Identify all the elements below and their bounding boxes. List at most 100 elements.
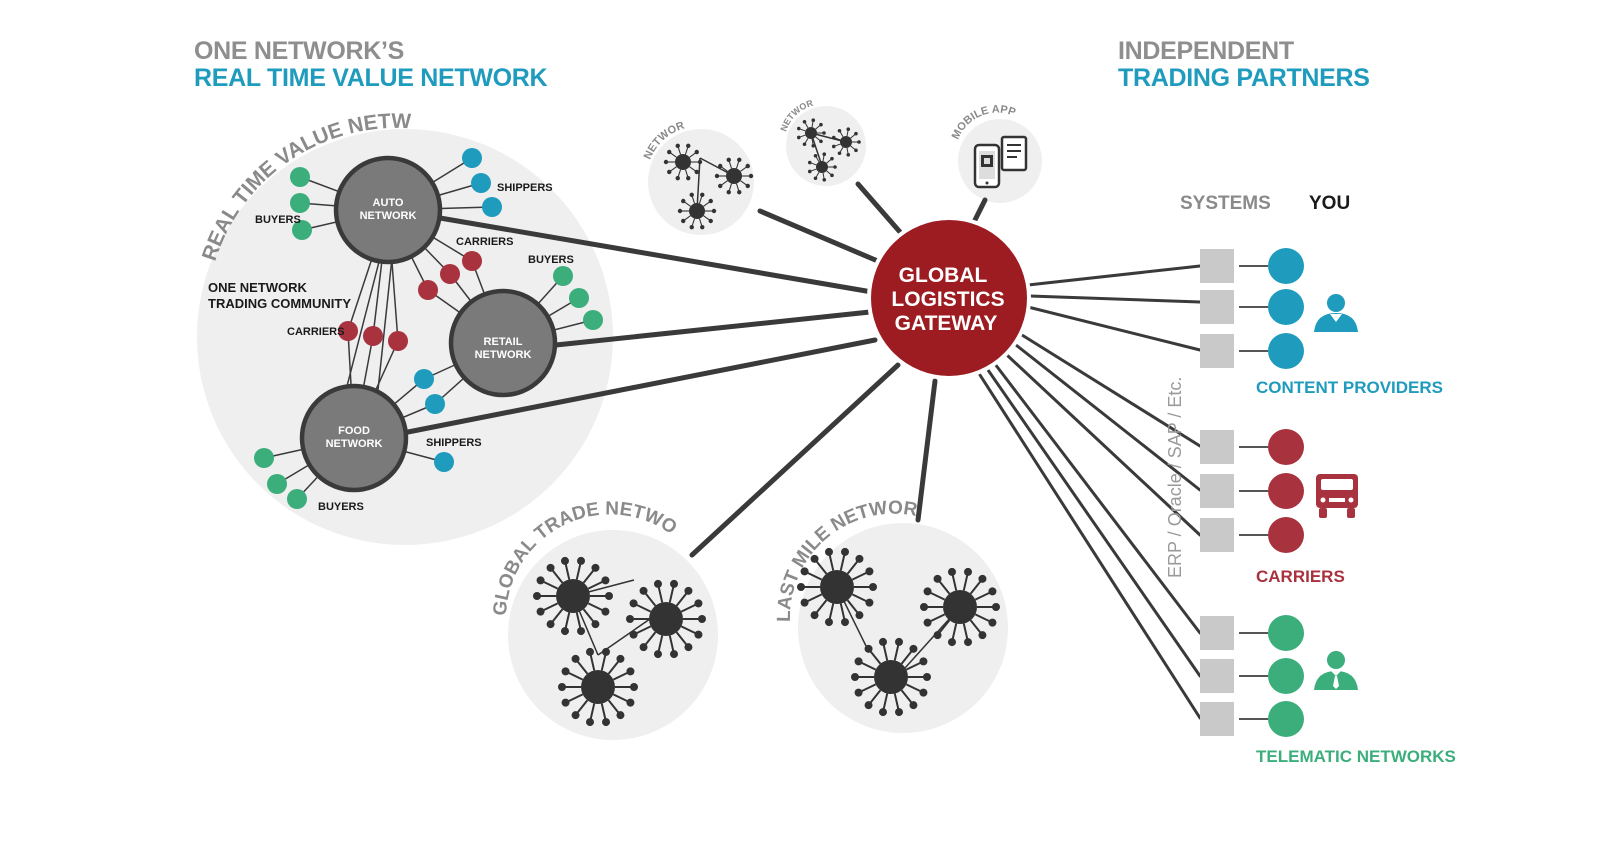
link-global-trade	[689, 362, 901, 558]
buyer-node	[290, 193, 310, 213]
content-provider-node	[1268, 248, 1304, 284]
shippers-label-auto: SHIPPERS	[497, 182, 553, 194]
star-node	[558, 647, 638, 727]
auto-network-hub	[333, 155, 443, 265]
telematic-networks-label: TELEMATIC NETWORKS	[1256, 747, 1456, 766]
rtvn-nodes	[254, 148, 603, 509]
carrier-partner-node	[1268, 429, 1304, 465]
buyers-label-auto: BUYERS	[255, 214, 301, 226]
system-box	[1200, 334, 1234, 368]
left-heading-line2: REAL TIME VALUE NETWORK	[194, 64, 548, 92]
community-label-1: ONE NETWORK	[208, 280, 308, 295]
truck-icon	[1316, 474, 1358, 518]
system-box	[1200, 249, 1234, 283]
system-box	[1200, 430, 1234, 464]
link-auto	[437, 215, 875, 295]
star-node	[533, 556, 613, 636]
global-trade-bubble	[508, 530, 718, 740]
content-provider-node	[1268, 333, 1304, 369]
cluster-link	[696, 157, 701, 211]
star-node	[626, 579, 706, 659]
carrier-node	[338, 321, 358, 341]
carriers-label-auto: CARRIERS	[456, 236, 513, 248]
buyers-label-food: BUYERS	[318, 501, 364, 513]
erp-label: ERP / Oracle / SAP / Etc.	[1165, 377, 1185, 578]
gateway-links	[405, 181, 988, 558]
person-icon	[1314, 294, 1358, 332]
food-hub-label-2: NETWORK	[326, 438, 383, 450]
star-node	[807, 152, 837, 182]
right-heading-line2: TRADING PARTNERS	[1118, 64, 1370, 92]
gateway-label-3: GATEWAY	[895, 312, 998, 335]
partner-nodes	[1268, 248, 1304, 737]
star-node	[831, 127, 861, 157]
buyer-node	[569, 288, 589, 308]
buyer-node	[267, 474, 287, 494]
last-mile-bubble	[798, 523, 1008, 733]
shipper-node	[482, 197, 502, 217]
buyer-node	[290, 167, 310, 187]
buyer-node	[254, 448, 274, 468]
content-provider-node	[1268, 289, 1304, 325]
shipper-node	[462, 148, 482, 168]
carrier-node	[388, 331, 408, 351]
system-boxes	[1200, 249, 1234, 736]
rtvn-hubs	[299, 155, 558, 493]
link-last-mile	[915, 378, 938, 523]
businessman-icon	[1314, 651, 1358, 690]
star-network-clusters	[533, 118, 1000, 727]
telematic-node	[1268, 615, 1304, 651]
retail-hub-label-2: NETWORK	[475, 349, 532, 361]
partner-links	[978, 264, 1202, 720]
gateway-label-2: LOGISTICS	[891, 288, 1004, 311]
carriers-label-food: CARRIERS	[287, 326, 344, 338]
link-network-a	[757, 208, 883, 265]
mobile-apps-label: MOBILE APPS	[0, 0, 1017, 141]
community-label-2: TRADING COMMUNITY	[208, 296, 351, 311]
carrier-partner-node	[1268, 473, 1304, 509]
right-heading-line1: INDEPENDENT	[1118, 37, 1294, 65]
food-hub-label-1: FOOD	[338, 425, 370, 437]
buyers-label-retail: BUYERS	[528, 254, 574, 266]
carrier-partner-node	[1268, 517, 1304, 553]
auto-hub-label-1: AUTO	[373, 197, 404, 209]
cluster-link	[810, 132, 847, 143]
buyer-node	[553, 266, 573, 286]
mobile-apps-icons	[973, 135, 1028, 189]
food-network-hub	[299, 383, 409, 493]
gateway-label-1: GLOBAL	[899, 264, 988, 287]
carrier-node	[440, 264, 460, 284]
telematic-node	[1268, 658, 1304, 694]
star-node	[920, 567, 1000, 647]
system-box	[1200, 474, 1234, 508]
star-node	[851, 637, 931, 717]
phone-icon	[973, 143, 1001, 189]
you-header: YOU	[1309, 193, 1350, 214]
tablet-icon	[1000, 135, 1028, 172]
carrier-node	[363, 326, 383, 346]
buyer-node	[287, 489, 307, 509]
auto-hub-label-2: NETWORK	[360, 210, 417, 222]
carrier-node	[418, 280, 438, 300]
star-node	[677, 192, 717, 230]
star-node	[796, 118, 826, 148]
link-food	[405, 337, 878, 435]
link-mobile	[970, 197, 988, 227]
shipper-node	[434, 452, 454, 472]
shipper-node	[425, 394, 445, 414]
buyer-node	[583, 310, 603, 330]
shipper-node	[471, 173, 491, 193]
system-box	[1200, 702, 1234, 736]
left-heading-line1: ONE NETWORK’S	[194, 37, 404, 65]
star-node	[714, 157, 754, 195]
system-box	[1200, 518, 1234, 552]
content-providers-label: CONTENT PROVIDERS	[1256, 378, 1443, 397]
star-node	[663, 143, 703, 181]
global-logistics-gateway	[867, 216, 1031, 380]
system-box	[1200, 290, 1234, 324]
shipper-node	[414, 369, 434, 389]
system-box	[1200, 659, 1234, 693]
retail-hub-label-1: RETAIL	[484, 336, 523, 348]
network-b-bubble	[786, 106, 866, 186]
